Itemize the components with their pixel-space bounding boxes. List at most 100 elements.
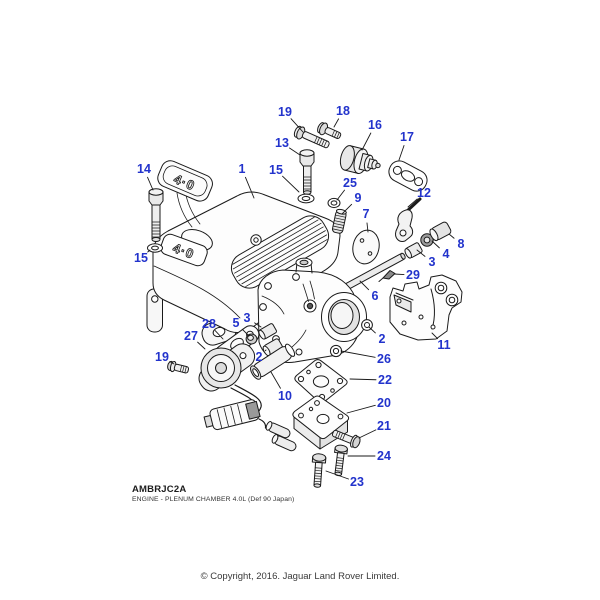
part-1-plenum-cover: 4·0 — [152, 189, 341, 333]
callout-label-16: 16 — [368, 118, 382, 132]
drawing-caption: AMBRJC2A ENGINE - PLENUM CHAMBER 4.0L (D… — [132, 484, 294, 503]
callout-leader-23 — [325, 470, 349, 480]
part-11-bracket — [389, 274, 463, 341]
callout-label-4: 4 — [443, 247, 450, 261]
drawing-code: AMBRJC2A — [132, 484, 187, 495]
harness-connector — [203, 399, 261, 431]
part-2-bush-left — [262, 338, 283, 357]
drawing-description: ENGINE - PLENUM CHAMBER 4.0L (Def 90 Jap… — [132, 496, 295, 503]
callout-leader-19 — [169, 361, 175, 365]
callout-label-10: 10 — [278, 389, 292, 403]
callout-label-19: 19 — [155, 350, 169, 364]
part-4-seal — [420, 233, 434, 247]
part-22-gasket — [294, 359, 348, 404]
callout-leader-8 — [448, 233, 455, 239]
callout-leader-28 — [214, 330, 224, 340]
callout-leader-3 — [416, 249, 426, 257]
callout-leader-2 — [368, 326, 376, 334]
callout-leader-25 — [336, 189, 345, 201]
callout-label-2: 2 — [256, 350, 263, 364]
callout-label-3: 3 — [244, 311, 251, 325]
callout-leader-15 — [282, 175, 300, 193]
callout-leader-21 — [358, 429, 377, 439]
callout-label-8: 8 — [458, 237, 465, 251]
callout-label-25: 25 — [343, 176, 357, 190]
part-29-clip — [378, 270, 396, 282]
part-3-bush-right — [404, 242, 423, 259]
part-24-bolt — [334, 444, 348, 477]
callout-label-29: 29 — [406, 268, 420, 282]
callout-label-11: 11 — [437, 338, 450, 352]
callout-leader-6 — [359, 280, 370, 291]
callout-label-28: 28 — [202, 317, 216, 331]
part-25-seal — [327, 197, 341, 209]
callout-leader-10 — [270, 371, 281, 389]
callout-label-1: 1 — [239, 162, 246, 176]
part-7-throttle-disc — [352, 229, 380, 265]
callout-label-3: 3 — [429, 255, 436, 269]
part-1-badge-plate: 4·0 — [157, 160, 213, 202]
callout-leader-26 — [340, 350, 376, 358]
callout-leader-3 — [254, 322, 262, 328]
part-23-bolt — [311, 453, 327, 488]
callout-label-7: 7 — [363, 207, 370, 221]
callout-leader-2 — [264, 349, 267, 352]
callout-leader-18 — [333, 118, 340, 128]
callout-label-2: 2 — [379, 332, 386, 346]
callout-leader-19 — [290, 118, 304, 133]
callout-label-17: 17 — [400, 130, 414, 144]
cover-port — [250, 234, 262, 246]
callout-label-24: 24 — [377, 449, 391, 463]
callout-leader-22 — [349, 378, 377, 381]
callout-leader-7 — [366, 222, 369, 233]
part-17-gasket — [388, 160, 428, 192]
callout-label-15: 15 — [269, 163, 283, 177]
callout-label-18: 18 — [336, 104, 350, 118]
part-15-washer-right — [297, 193, 315, 204]
part-18-bolt — [317, 122, 342, 139]
part-13-bolt — [299, 149, 315, 195]
callout-label-19: 19 — [278, 105, 292, 119]
part-9-bush — [331, 208, 347, 234]
callout-leader-5 — [241, 328, 250, 337]
cover-badge: 4·0 — [160, 233, 208, 267]
callout-leader-1 — [244, 176, 255, 199]
part-20-block — [265, 395, 350, 452]
block-port-2 — [271, 434, 297, 452]
callout-label-26: 26 — [377, 352, 391, 366]
callout-leader-11 — [431, 332, 439, 340]
callout-leader-15 — [147, 249, 151, 253]
callout-label-9: 9 — [355, 191, 362, 205]
callout-leader-17 — [398, 145, 405, 161]
callout-label-22: 22 — [378, 373, 392, 387]
callout-label-13: 13 — [275, 136, 289, 150]
cover-rib-panel — [230, 215, 330, 289]
part-19-screw-left — [167, 360, 190, 374]
part-16-valve — [339, 145, 381, 174]
part-8-sleeve — [429, 221, 452, 242]
part-12-lever — [395, 197, 422, 242]
callout-leader-9 — [341, 203, 353, 215]
part-26-oring — [329, 344, 343, 358]
callout-leader-12 — [407, 198, 418, 208]
callout-label-5: 5 — [233, 316, 240, 330]
callout-label-21: 21 — [377, 419, 391, 433]
part-14-bolt — [148, 188, 164, 242]
callout-label-20: 20 — [377, 396, 391, 410]
callout-leader-4 — [431, 240, 440, 249]
callout-label-14: 14 — [137, 162, 151, 176]
callout-label-12: 12 — [417, 186, 431, 200]
callout-label-27: 27 — [184, 329, 198, 343]
callout-leader-14 — [147, 176, 154, 191]
callout-label-15: 15 — [134, 251, 148, 265]
callout-leader-13 — [289, 147, 301, 156]
part-5-bush — [245, 333, 258, 345]
callout-leader-16 — [361, 132, 372, 151]
callout-leader-29 — [393, 273, 405, 275]
callout-label-6: 6 — [372, 289, 379, 303]
callout-leader-27 — [197, 341, 206, 350]
part-3-bush-left — [258, 323, 277, 340]
